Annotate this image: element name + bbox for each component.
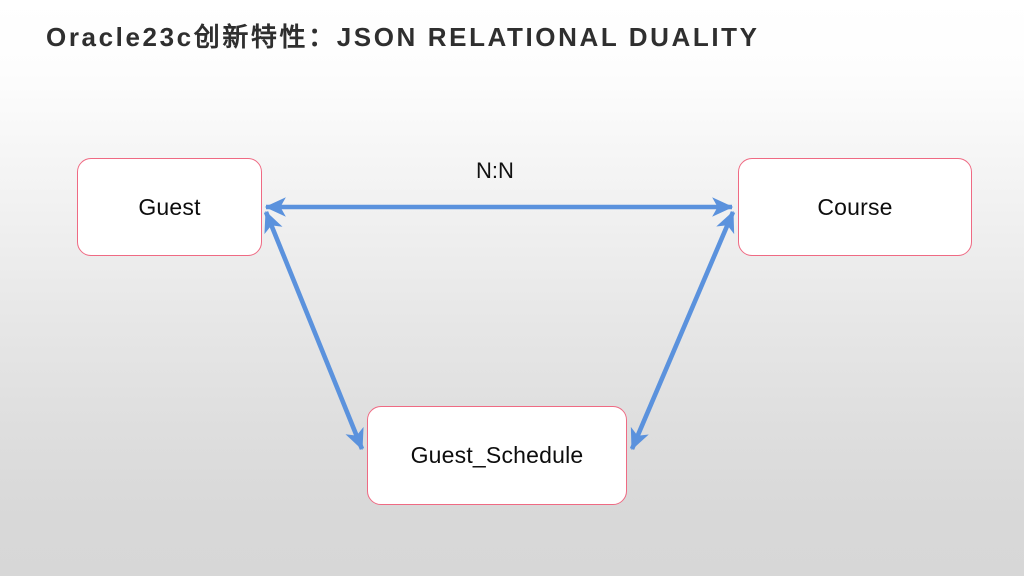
entity-box-course[interactable]: Course bbox=[738, 158, 972, 256]
entity-box-guest-schedule[interactable]: Guest_Schedule bbox=[367, 406, 627, 505]
relationship-label-n-to-n: N:N bbox=[476, 158, 514, 183]
connector-course-guest-schedule bbox=[629, 210, 736, 451]
entity-label-course: Course bbox=[817, 193, 893, 220]
entity-box-guest[interactable]: Guest bbox=[77, 158, 262, 256]
page-title: Oracle23c创新特性：JSON RELATIONAL DUALITY bbox=[46, 22, 760, 52]
entity-label-guest-schedule: Guest_Schedule bbox=[410, 442, 584, 468]
connector-guest-guest-schedule bbox=[263, 210, 365, 451]
entity-label-guest: Guest bbox=[138, 193, 201, 220]
